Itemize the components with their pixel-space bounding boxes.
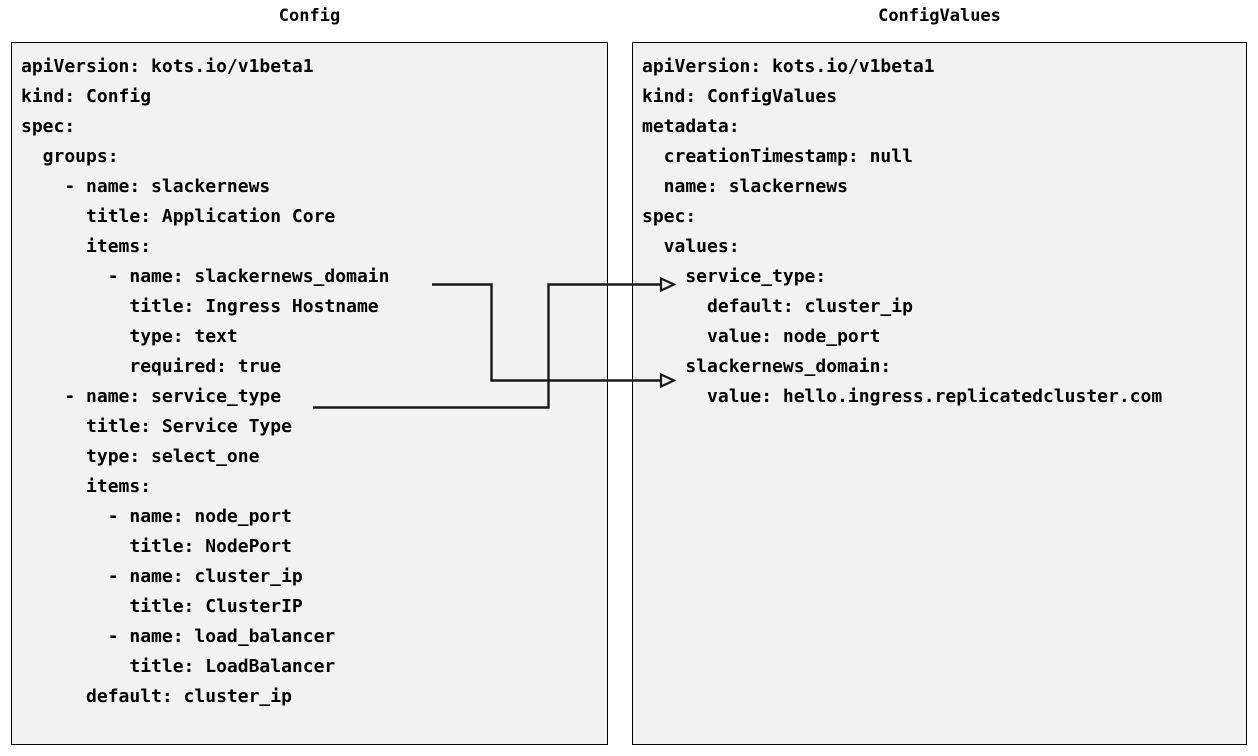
configvalues-panel-title: ConfigValues <box>878 6 1001 26</box>
config-panel-title: Config <box>278 6 341 26</box>
config-yaml-panel: apiVersion: kots.io/v1beta1 kind: Config… <box>11 42 608 745</box>
configvalues-yaml-panel: apiVersion: kots.io/v1beta1 kind: Config… <box>632 42 1247 745</box>
configvalues-yaml-text: apiVersion: kots.io/v1beta1 kind: Config… <box>642 56 1163 407</box>
config-yaml-text: apiVersion: kots.io/v1beta1 kind: Config… <box>21 56 390 707</box>
